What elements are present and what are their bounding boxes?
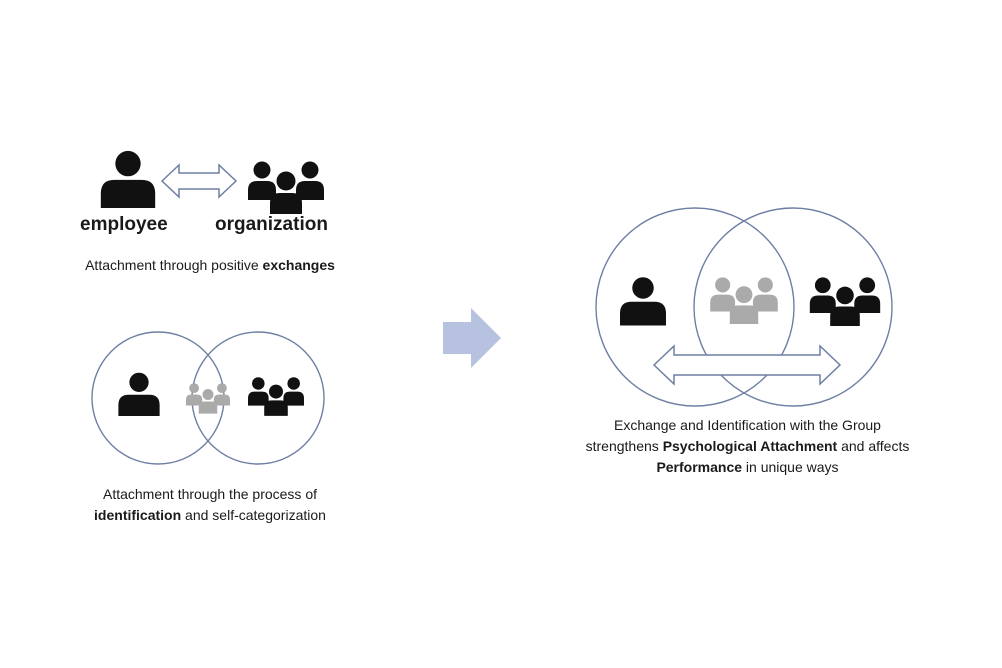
shared-group-icon-gray-large bbox=[710, 277, 778, 324]
employee-person-icon bbox=[100, 150, 156, 208]
process-arrow-icon bbox=[443, 308, 501, 368]
shared-group-icon-gray bbox=[186, 383, 230, 414]
organization-group-icon-large bbox=[809, 277, 881, 326]
exchange-double-arrow-icon bbox=[652, 344, 842, 386]
employee-label: employee bbox=[80, 214, 168, 235]
combined-caption: Exchange and Identification with the Gro… bbox=[585, 417, 910, 475]
employee-person-icon-small bbox=[118, 372, 160, 416]
employee-person-icon-large bbox=[620, 277, 666, 326]
organization-group-icon bbox=[248, 161, 324, 214]
organization-label: organization bbox=[215, 214, 328, 235]
organization-group-icon-small bbox=[248, 377, 304, 416]
combined-venn bbox=[595, 207, 893, 407]
double-arrow-icon bbox=[160, 163, 238, 199]
exchange-caption: Attachment through positive exchanges bbox=[85, 257, 335, 273]
identification-caption: Attachment through the process of identi… bbox=[94, 486, 326, 523]
